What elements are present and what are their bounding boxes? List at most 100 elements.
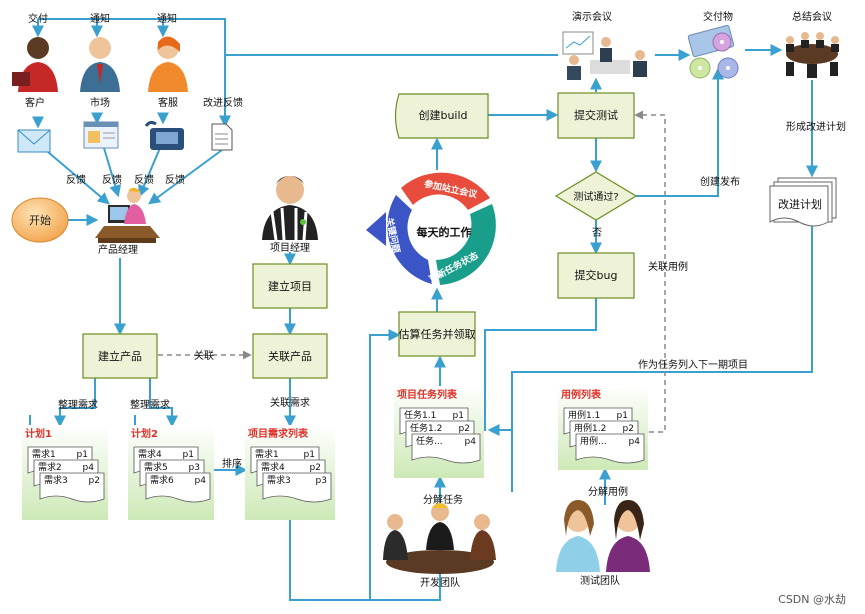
feedback-label-1: 反馈	[66, 173, 86, 186]
dashed-connectors	[158, 110, 666, 433]
pass-to-release	[636, 67, 724, 197]
create-project-box: 建立项目	[252, 263, 328, 309]
customer-person-icon	[12, 37, 58, 92]
project-req-panel-title: 项目需求列表	[248, 427, 309, 440]
estimate-tasks-box: 估算任务并领取	[398, 311, 476, 357]
summary-meeting-icon	[786, 32, 839, 78]
phone-icon	[144, 120, 184, 150]
improve-plan-label: 改进计划	[778, 197, 822, 211]
create-build-label: 创建build	[418, 108, 467, 122]
watermark: CSDN @水劫	[778, 593, 846, 606]
create-product-label: 建立产品	[98, 349, 142, 363]
list-item-card	[145, 472, 211, 503]
support-person-icon	[148, 36, 188, 92]
deliverables-icon	[687, 24, 739, 79]
cycle-segment-left	[387, 195, 432, 284]
list-item-label: 需求1	[255, 448, 279, 460]
top-labels: 交付 通知 通知 改进反馈 演示会议 交付物 总结会议	[28, 10, 832, 109]
feedback-line-4	[148, 149, 223, 205]
list-item-label: 需求1	[32, 448, 56, 460]
list-item-label: 需求3	[267, 474, 291, 486]
list-item-label: 需求6	[150, 474, 174, 486]
label-no: 否	[592, 227, 602, 239]
product-manager-label: 产品经理	[98, 243, 138, 256]
list-item-label: 需求4	[261, 461, 285, 473]
feedback-line-1	[47, 151, 110, 205]
list-item-priority: p1	[183, 450, 194, 460]
cycle-segment-top	[401, 172, 490, 210]
test-team-icon	[556, 500, 650, 572]
start-label: 开始	[29, 213, 51, 227]
link-product-label: 关联产品	[268, 349, 312, 363]
create-project-label: 建立项目	[268, 279, 312, 293]
list-item-label: 需求5	[144, 461, 168, 473]
cycle-segment-right	[436, 204, 496, 285]
list-item-label: 需求2	[38, 461, 62, 473]
create-build-box: 创建build	[394, 93, 489, 139]
edge-labels: 关联 整理需求 整理需求 关联需求 排序 否 创建发布 形成改进计划 关联用例 …	[58, 120, 846, 506]
label-improve-feedback: 改进反馈	[203, 96, 243, 109]
submit-bug-label: 提交bug	[575, 268, 618, 282]
dev-team-icon	[383, 503, 496, 574]
case-link-dashed	[634, 110, 666, 433]
plan2-panel-title: 计划2	[131, 427, 158, 440]
create-product-box: 建立产品	[82, 333, 158, 379]
list-item-priority: p4	[629, 437, 641, 447]
list-item-priority: p1	[304, 450, 315, 460]
top-bus-line	[38, 18, 231, 128]
project-manager-icon	[262, 176, 318, 241]
label-link-req: 关联需求	[270, 396, 310, 409]
document-icon	[211, 123, 233, 151]
feedback-label-2: 反馈	[102, 173, 122, 186]
start-node: 开始	[11, 197, 69, 243]
people-labels: 客户 市场 客服	[25, 96, 178, 109]
label-organize-1: 整理需求	[58, 398, 98, 411]
test-pass-label: 测试通过?	[573, 190, 618, 203]
label-summary-meeting: 总结会议	[792, 10, 832, 23]
label-split-cases: 分解用例	[588, 485, 628, 498]
list-item-label: 需求3	[44, 474, 68, 486]
list-item-label: 任务...	[416, 435, 443, 447]
feedback-line-3	[138, 147, 161, 198]
test-team-label: 测试团队	[580, 574, 620, 587]
list-item-priority: p1	[453, 411, 464, 421]
list-item-label: 需求4	[138, 448, 162, 460]
label-form-improve: 形成改进计划	[786, 120, 846, 133]
list-item-priority: p3	[316, 476, 327, 486]
list-item-priority: p2	[623, 424, 634, 434]
web-page-icon	[83, 121, 119, 149]
submit-test-box: 提交测试	[557, 92, 635, 139]
case-list-panel-title: 用例列表	[560, 388, 602, 401]
feedback-line-2	[103, 147, 122, 198]
list-item-priority: p2	[459, 424, 470, 434]
list-item-priority: p1	[77, 450, 88, 460]
list-item-label: 用例...	[580, 435, 607, 447]
plan1-panel-title: 计划1	[25, 427, 52, 440]
label-notify-2: 通知	[157, 12, 177, 25]
list-item-priority: p2	[310, 463, 321, 473]
list-item-priority: p4	[83, 463, 95, 473]
list-item-priority: p1	[617, 411, 628, 421]
list-item-card	[262, 472, 332, 503]
project-manager-label: 项目经理	[270, 241, 310, 254]
label-organize-2: 整理需求	[130, 398, 170, 411]
list-item-card	[39, 472, 105, 503]
label-deliver: 交付	[28, 12, 48, 25]
plan-down	[511, 222, 813, 492]
product-manager-icon	[95, 187, 160, 243]
market-label: 市场	[90, 96, 110, 109]
label-sort: 排序	[222, 457, 242, 470]
label-next-project: 作为任务列入下一期项目	[638, 358, 748, 371]
list-item-card	[411, 433, 481, 464]
support-label: 客服	[158, 96, 178, 109]
label-create-release: 创建发布	[700, 175, 740, 188]
test-pass-decision: 测试通过?	[554, 171, 638, 221]
label-demo-meeting: 演示会议	[572, 10, 612, 23]
list-item-priority: p4	[195, 476, 207, 486]
submit-test-label: 提交测试	[574, 108, 618, 122]
demo-meeting-icon	[562, 31, 647, 80]
list-item-priority: p4	[465, 437, 477, 447]
